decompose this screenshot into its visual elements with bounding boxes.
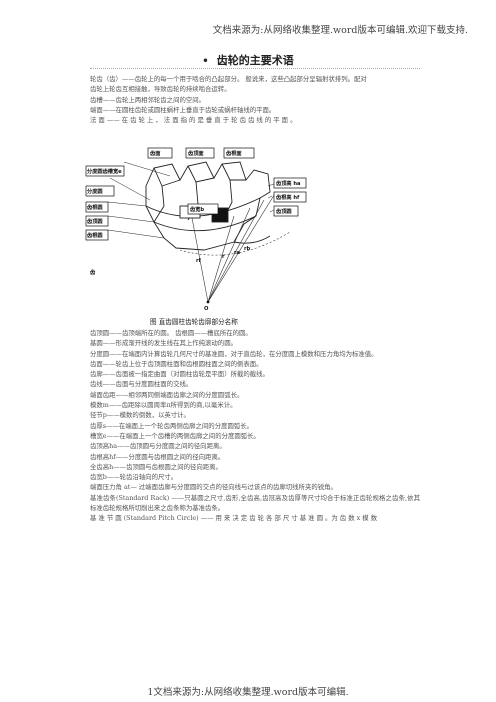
label-side-mark: 齿	[90, 268, 96, 276]
definition-line: 齿宽b——轮齿沿轴向的尺寸。	[90, 473, 178, 482]
label-center: O	[204, 306, 209, 312]
center-point	[206, 300, 210, 304]
definition-line: 模数m——齿距除以圆周率π所得到的商,以毫米计。	[90, 401, 237, 410]
definition-line: 齿顶高ha——齿顶圆与分度圆之间的径向距离。	[90, 442, 226, 451]
label-addendum: 齿顶高 ha	[276, 179, 301, 187]
label-r: r	[222, 254, 225, 260]
section-title-text: 齿轮的主要术语	[216, 54, 294, 67]
definition-line: 齿厚s——在端面上一个轮齿两侧齿廓之间的分度圆弧长。	[90, 421, 254, 430]
definition-line: 齿顶圆——齿顶端所在的圆。 齿根圆——槽底所在的圆。	[90, 329, 252, 337]
intro-line: 齿轮上轮齿互相接触，导致齿轮的持续啮合运转。	[90, 85, 231, 94]
definition-line: 齿面——轮齿上位于齿顶圆柱面和齿根圆柱面之间的侧表面。	[90, 359, 263, 368]
label-rf: rf	[196, 258, 202, 264]
intro-line: 端面——在圆柱齿轮或圆柱蜗杆上垂直于齿轮或蜗杆轴线的平面。	[90, 105, 276, 114]
definition-line: 槽宽e——在端面上一个齿槽的两侧齿廓之间的分度圆弧长。	[90, 431, 260, 440]
label-working-circle: 齿顶圆	[276, 207, 292, 215]
definition-line: 齿廓——齿面被一指定曲面（对圆柱齿轮是平面）所截的截线。	[90, 370, 269, 379]
leader-lines	[107, 161, 275, 239]
label-rb: rb	[244, 246, 251, 252]
intro-line: 齿槽——齿轮上两相邻轮齿之间的空间。	[90, 95, 206, 104]
definition-line: 径节p——模数的倒数，以英寸计。	[90, 411, 190, 420]
label-face: 齿面	[150, 149, 160, 157]
label-top-land: 齿顶面	[188, 149, 204, 157]
definition-line: 端面压力角 at— 过端面齿廓与分度圆的交点的径向线与过该点的齿廓切线所夹的锐角…	[90, 483, 337, 492]
title-divider	[90, 68, 420, 69]
gear-diagram: 齿面 齿顶面 齿根面 分度圆齿槽宽e 分度圆 齿根圆 齿顶圆 齿根圆 齿顶高 h…	[84, 146, 318, 314]
bullet-icon: •	[202, 56, 209, 67]
radius-lines	[179, 191, 291, 303]
definition-line: 基圆——形成渐开线的发生线在其上作纯滚动的圆。	[90, 339, 237, 348]
label-tooth-width: 齿宽b	[190, 205, 204, 213]
label-pitch-circle: 分度圆	[87, 187, 103, 195]
definition-line: 基 准 节 圆 (Standard Pitch Circle) —— 用 来 决…	[90, 514, 378, 523]
definition-line: 全齿高h——齿顶圆与齿根圆之间的径向距离。	[90, 462, 222, 471]
label-base-circle: 齿根圆	[87, 231, 103, 239]
label-space-width: 分度圆齿槽宽e	[87, 167, 122, 175]
label-tip-circle-left: 齿顶圆	[87, 217, 103, 225]
definition-line: 分度圆——在端面内计算齿轮几何尺寸的基准圆，对于直齿轮，在分度圆上模数和压力角均…	[90, 349, 378, 358]
intro-paragraphs: 轮齿（齿）——齿轮上的每一个用于啮合的凸起部分。 般说来，这些凸起部分呈辐射状排…	[90, 74, 420, 125]
intro-line: 法 面 —— 在 齿 轮 上 ， 法 面 指 的 是 垂 直 于 轮 齿 齿 线…	[90, 116, 297, 125]
definition-line: 齿根高hf——分度圆与齿根圆之间的径向距离。	[90, 452, 225, 461]
label-ra: ra	[234, 250, 241, 256]
figure-caption: 图 直齿圆柱齿轮齿廓部分名称	[150, 318, 238, 326]
section-title: • 齿轮的主要术语	[0, 52, 496, 68]
definition-list: 齿顶圆——齿顶端所在的圆。 齿根圆——槽底所在的圆。 基圆——形成渐开线的发生线…	[90, 328, 420, 524]
gear-diagram-svg: 齿面 齿顶面 齿根面 分度圆齿槽宽e 分度圆 齿根圆 齿顶圆 齿根圆 齿顶高 h…	[85, 147, 307, 312]
label-flank: 齿根面	[226, 149, 242, 157]
definition-line: 端面齿距——相邻两同侧端面齿廓之间的分度圆弧长。	[90, 390, 244, 399]
page-header: 文档来源为:从网络收集整理.word版本可编辑.欢迎下载支持.	[212, 25, 468, 36]
label-dedendum: 齿根高 hf	[276, 193, 300, 201]
label-boxes	[85, 147, 307, 241]
page-footer: 1文档来源为:从网络收集整理.word版本可编辑.	[147, 687, 349, 698]
label-root-circle: 齿根圆	[87, 203, 103, 211]
intro-line: 轮齿（齿）——齿轮上的每一个用于啮合的凸起部分。 般说来，这些凸起部分呈辐射状排…	[90, 75, 367, 83]
definition-line: 基准齿条(Standard Rack) ——只基圆之尺寸,齿形,全齿高,齿冠高及…	[90, 493, 420, 513]
definition-line: 齿线——齿面与分度圆柱面的交线。	[90, 380, 193, 389]
